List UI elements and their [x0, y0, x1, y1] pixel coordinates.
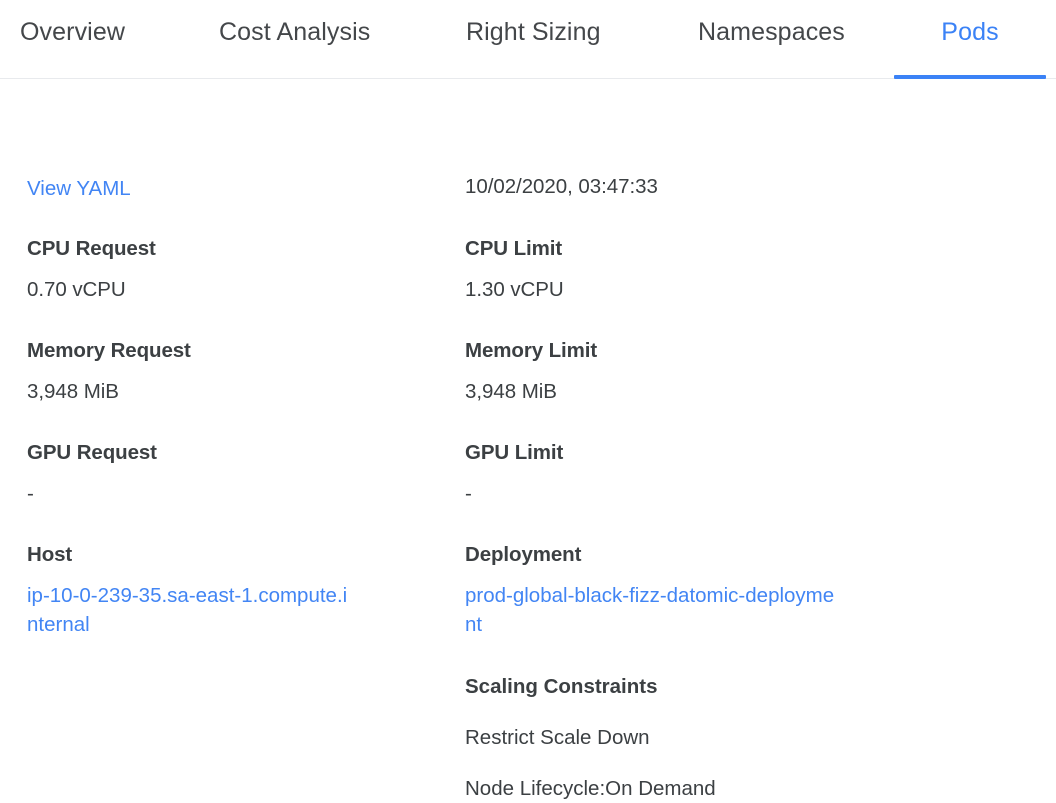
- scaling-constraint-restrict-scale-down: Restrict Scale Down: [465, 725, 650, 749]
- field-host-label: Host: [27, 543, 73, 566]
- scaling-constraints-section: Scaling Constraints Restrict Scale Down …: [465, 674, 716, 803]
- field-cpu-limit: CPU Limit 1.30 vCPU: [465, 236, 564, 303]
- scaling-constraints-title: Scaling Constraints: [465, 675, 658, 698]
- pod-timestamp: 10/02/2020, 03:47:33: [465, 175, 658, 198]
- field-host-value-link[interactable]: ip-10-0-239-35.sa-east-1.compute.interna…: [27, 583, 348, 636]
- field-deployment: Deployment prod-global-black-fizz-datomi…: [465, 542, 885, 639]
- pod-detail-panel: View YAML CPU Request 0.70 vCPU Memory R…: [0, 79, 1056, 800]
- field-cpu-request: CPU Request 0.70 vCPU: [27, 236, 156, 303]
- tab-overview[interactable]: Overview: [0, 0, 160, 79]
- field-memory-request: Memory Request 3,948 MiB: [27, 338, 191, 405]
- tab-right-sizing[interactable]: Right Sizing: [440, 0, 660, 79]
- field-gpu-limit-label: GPU Limit: [465, 441, 564, 464]
- field-gpu-request-value: -: [27, 481, 34, 505]
- tab-cost-analysis[interactable]: Cost Analysis: [200, 0, 430, 79]
- field-host: Host ip-10-0-239-35.sa-east-1.compute.in…: [27, 542, 427, 639]
- tab-right-sizing-label: Right Sizing: [466, 18, 601, 46]
- tab-pods[interactable]: Pods: [894, 0, 1046, 79]
- field-cpu-limit-value: 1.30 vCPU: [465, 277, 564, 301]
- field-cpu-request-value: 0.70 vCPU: [27, 277, 126, 301]
- field-memory-limit: Memory Limit 3,948 MiB: [465, 338, 597, 405]
- field-memory-limit-label: Memory Limit: [465, 339, 598, 362]
- tab-overview-label: Overview: [20, 18, 125, 46]
- field-deployment-label: Deployment: [465, 543, 582, 566]
- field-memory-request-value: 3,948 MiB: [27, 379, 119, 403]
- field-memory-request-label: Memory Request: [27, 339, 191, 362]
- tab-pods-active-indicator: [894, 75, 1046, 79]
- tab-pods-label: Pods: [941, 18, 999, 46]
- field-gpu-limit: GPU Limit -: [465, 440, 563, 507]
- view-yaml-link[interactable]: View YAML: [27, 177, 131, 200]
- field-deployment-value-link[interactable]: prod-global-black-fizz-datomic-deploymen…: [465, 583, 835, 636]
- field-cpu-limit-label: CPU Limit: [465, 237, 563, 260]
- field-cpu-request-label: CPU Request: [27, 237, 156, 260]
- field-memory-limit-value: 3,948 MiB: [465, 379, 557, 403]
- field-gpu-limit-value: -: [465, 481, 472, 505]
- tab-bar: Overview Cost Analysis Right Sizing Name…: [0, 0, 1056, 79]
- tab-namespaces-label: Namespaces: [698, 18, 845, 46]
- field-gpu-request: GPU Request -: [27, 440, 157, 507]
- tab-cost-analysis-label: Cost Analysis: [219, 18, 371, 46]
- scaling-constraint-node-lifecycle: Node Lifecycle:On Demand: [465, 777, 716, 801]
- field-gpu-request-label: GPU Request: [27, 441, 157, 464]
- tab-namespaces[interactable]: Namespaces: [672, 0, 882, 79]
